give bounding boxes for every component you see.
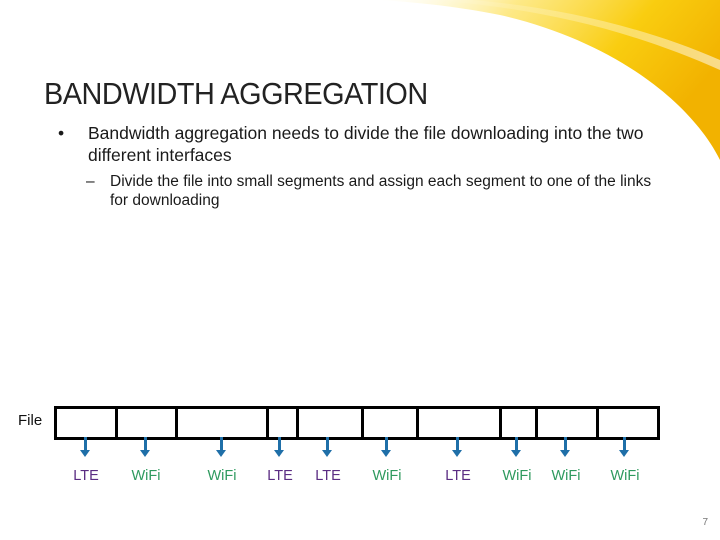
segment-divider [175,409,178,437]
link-label-lte: LTE [315,468,341,484]
down-arrow-icon [140,437,150,457]
file-label: File [18,412,43,429]
link-label-wifi: WiFi [551,468,581,484]
slide-title: BANDWIDTH AGGREGATION [44,76,428,111]
down-arrow-icon [381,437,391,457]
down-arrow-icon [511,437,521,457]
down-arrow-icon [274,437,284,457]
file-segment-bar [54,406,660,440]
down-arrow-icon [216,437,226,457]
down-arrow-icon [80,437,90,457]
link-label-wifi: WiFi [131,468,161,484]
segment-divider [115,409,118,437]
segment-divider [596,409,599,437]
segment-divider [266,409,269,437]
down-arrow-icon [452,437,462,457]
segment-divider [535,409,538,437]
page-number: 7 [702,517,708,528]
link-label-wifi: WiFi [610,468,640,484]
bullet-marker: • [58,123,65,143]
segment-divider [499,409,502,437]
dash-marker: – [86,173,95,190]
down-arrow-icon [322,437,332,457]
link-label-lte: LTE [73,468,99,484]
bullet-text: Divide the file into small segments and … [110,173,652,209]
down-arrow-icon [619,437,629,457]
link-label-wifi: WiFi [372,468,402,484]
segment-divider [416,409,419,437]
segment-divider [361,409,364,437]
bullet-text: Bandwidth aggregation needs to divide th… [88,123,644,165]
segment-divider [296,409,299,437]
link-label-lte: LTE [445,468,471,484]
link-label-wifi: WiFi [207,468,237,484]
down-arrow-icon [560,437,570,457]
link-label-lte: LTE [267,468,293,484]
link-label-wifi: WiFi [502,468,532,484]
